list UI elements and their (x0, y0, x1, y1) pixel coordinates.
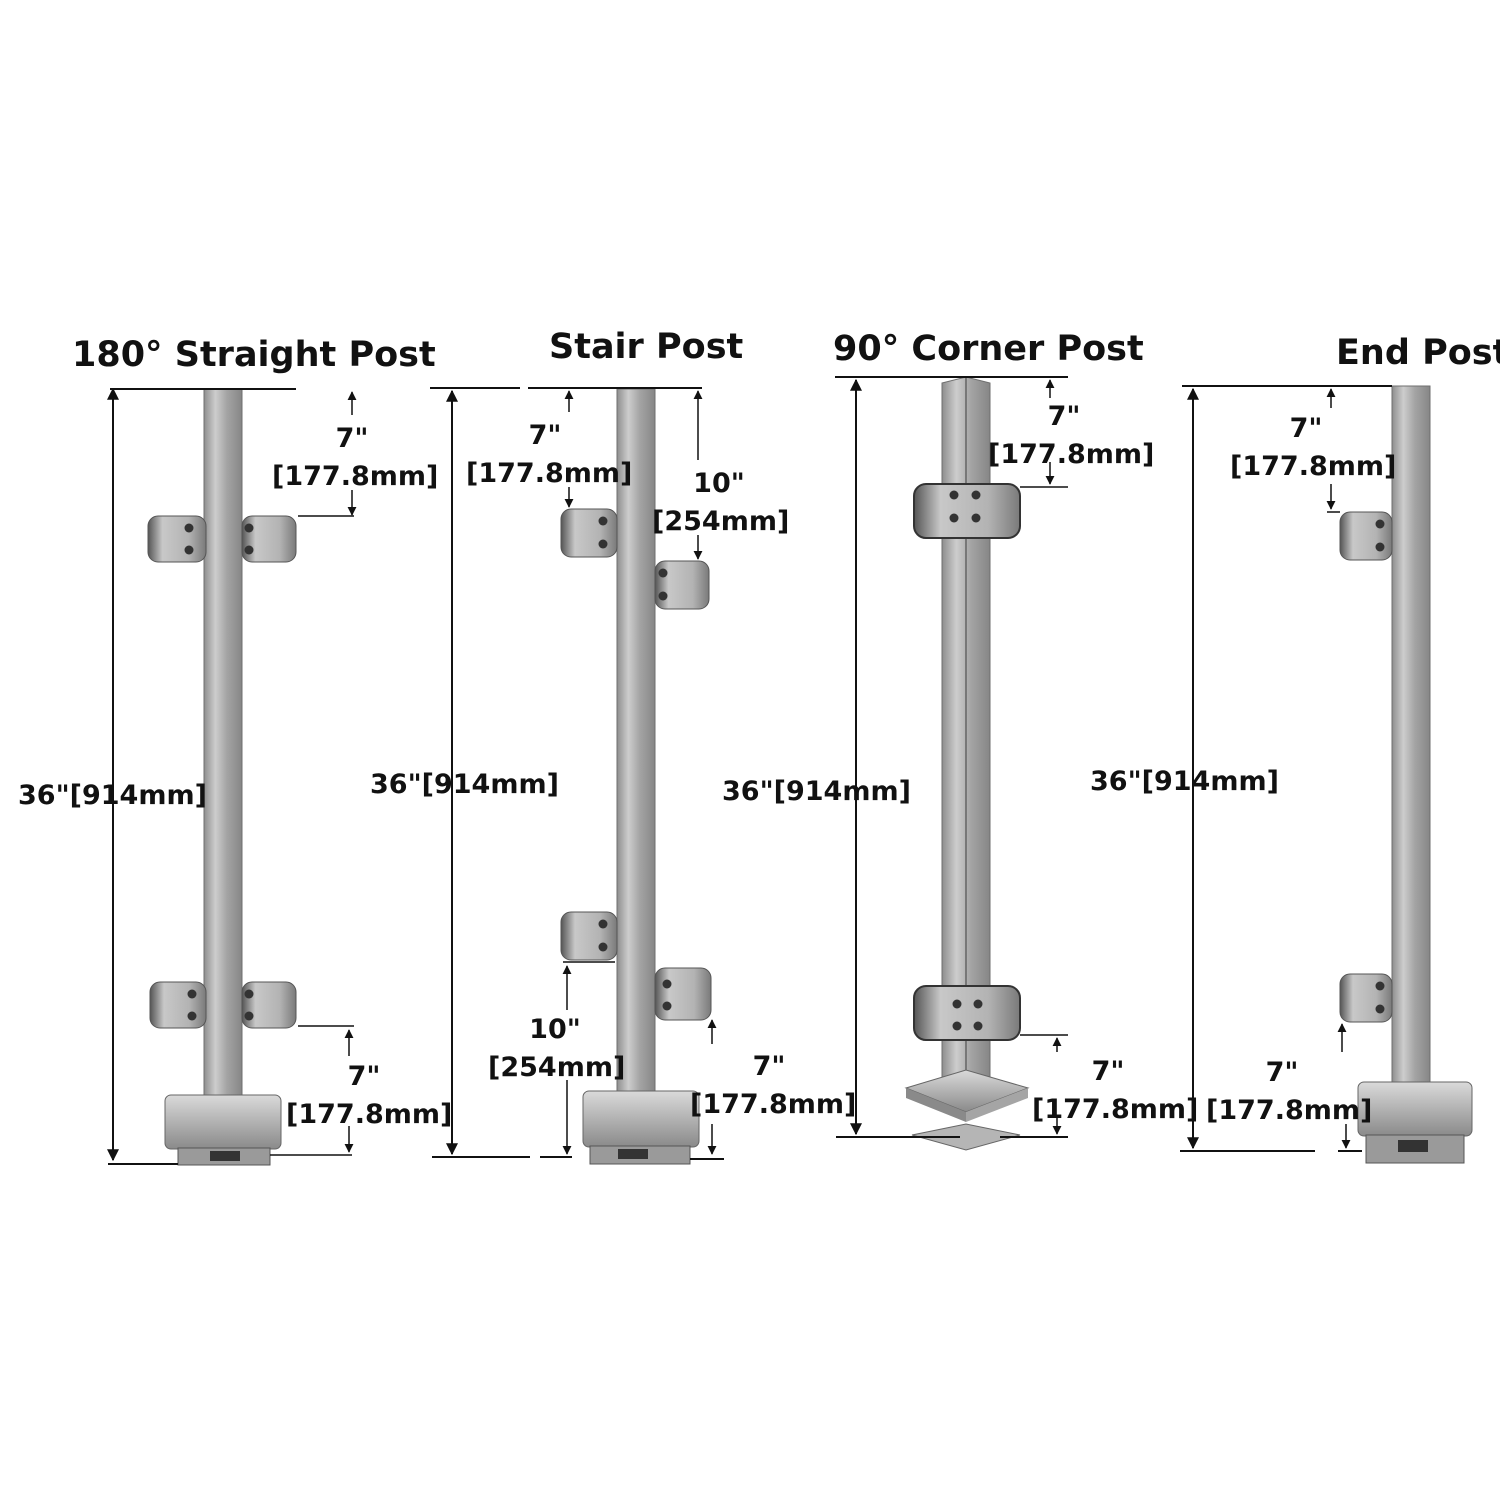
bottom-offset-mm: [254mm] (488, 1052, 626, 1083)
clamp-left-lower (560, 911, 618, 961)
top-offset-mm: [177.8mm] (466, 458, 633, 489)
bottom-offset-2-label-stair: 7" [177.8mm] (690, 1048, 857, 1124)
height-label-end: 36"[914mm] (1090, 766, 1279, 797)
base-plate (1357, 1081, 1473, 1164)
top-offset-mm: [177.8mm] (272, 461, 439, 492)
clamp-right-upper (654, 560, 710, 610)
height-label-straight: 36"[914mm] (18, 780, 207, 811)
corner-post (835, 376, 1068, 1151)
top-offset-label-stair: 7" [177.8mm] (466, 417, 633, 493)
top-offset-inches: 7" (1047, 401, 1081, 432)
clamp-corner-upper (913, 483, 1021, 539)
clamp-upper (1339, 511, 1393, 561)
clamp-lower (1339, 973, 1393, 1023)
post-tube (616, 388, 656, 1161)
title-stair-post: Stair Post (549, 327, 744, 367)
top-offset-mm: [177.8mm] (988, 439, 1155, 470)
top-offset-label-end: 7" [177.8mm] (1230, 410, 1397, 486)
bottom-offset-inches: 7" (1091, 1056, 1125, 1087)
bottom-offset-mm: [177.8mm] (286, 1099, 453, 1130)
bottom-offset-mm: [177.8mm] (1206, 1095, 1373, 1126)
top-offset-label-corner: 7" [177.8mm] (988, 398, 1155, 474)
bottom-offset-label-stair: 10" [254mm] (488, 1011, 626, 1087)
top-offset-2-inches: 10" (693, 468, 745, 499)
stair-post (430, 387, 724, 1165)
top-offset-2-label-stair: 10" [254mm] (652, 465, 790, 541)
top-offset-label-straight: 7" [177.8mm] (272, 420, 439, 496)
height-label-stair: 36"[914mm] (370, 769, 559, 800)
post-tube (203, 388, 243, 1165)
base-plate (904, 1069, 1030, 1151)
bottom-offset-label-straight: 7" [177.8mm] (286, 1058, 453, 1134)
clamp-right-upper (241, 515, 297, 563)
clamp-right-lower (654, 967, 712, 1021)
top-offset-inches: 7" (1289, 413, 1323, 444)
title-straight-post: 180° Straight Post (72, 335, 436, 375)
bottom-offset-inches: 7" (1265, 1057, 1299, 1088)
top-offset-2-mm: [254mm] (652, 506, 790, 537)
end-post (1180, 385, 1473, 1164)
base-plate (582, 1090, 700, 1165)
bottom-offset-inches: 10" (529, 1014, 581, 1045)
clamp-corner-lower (913, 985, 1021, 1041)
top-offset-inches: 7" (528, 420, 562, 451)
bottom-offset-2-mm: [177.8mm] (690, 1089, 857, 1120)
post-tube (1391, 385, 1431, 1155)
bottom-offset-label-corner: 7" [177.8mm] (1032, 1053, 1199, 1129)
clamp-left-lower (149, 981, 207, 1029)
height-label-corner: 36"[914mm] (722, 776, 911, 807)
title-corner-post: 90° Corner Post (833, 329, 1144, 369)
straight-post (107, 387, 357, 1166)
bottom-offset-inches: 7" (347, 1061, 381, 1092)
bottom-offset-mm: [177.8mm] (1032, 1094, 1199, 1125)
clamp-left-upper (560, 508, 618, 558)
base-plate (164, 1094, 282, 1166)
top-offset-mm: [177.8mm] (1230, 451, 1397, 482)
clamp-left-upper (147, 515, 207, 563)
bottom-offset-label-end: 7" [177.8mm] (1206, 1054, 1373, 1130)
bottom-offset-2-inches: 7" (752, 1051, 786, 1082)
clamp-right-lower (241, 981, 297, 1029)
title-end-post: End Post (1336, 333, 1500, 373)
top-offset-inches: 7" (335, 423, 369, 454)
